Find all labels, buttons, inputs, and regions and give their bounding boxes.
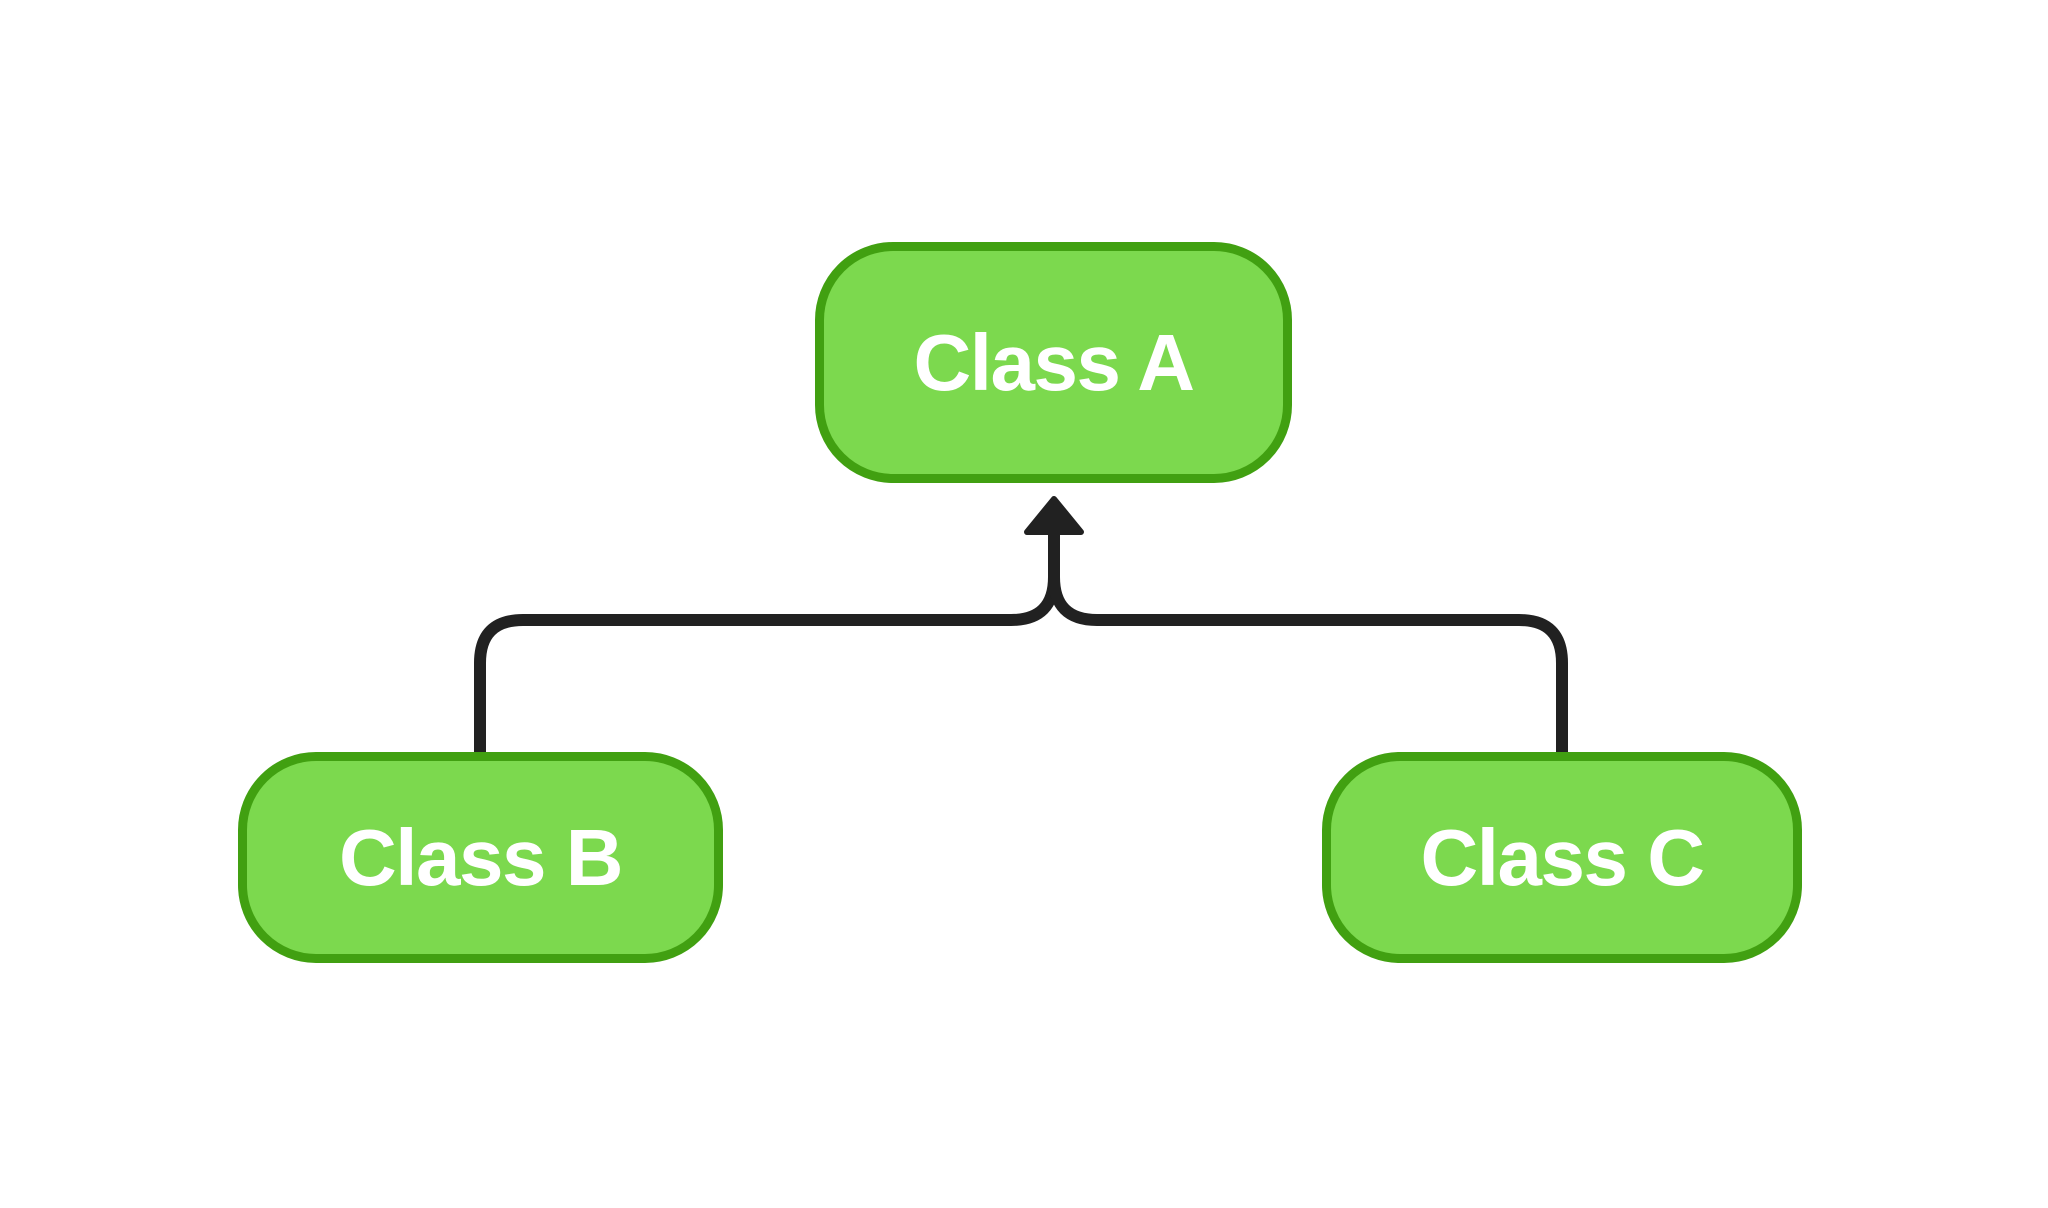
inheritance-arrowhead-icon [1024,496,1084,535]
node-class-c: Class C [1322,752,1802,963]
node-class-a-label: Class A [913,317,1195,407]
node-class-a: Class A [815,242,1292,483]
node-class-b-label: Class B [339,812,623,902]
edge-classb-to-classa [474,534,1060,753]
node-class-c-label: Class C [1420,812,1705,902]
node-class-b: Class B [238,752,723,963]
edge-classc-to-classa [1048,534,1568,753]
